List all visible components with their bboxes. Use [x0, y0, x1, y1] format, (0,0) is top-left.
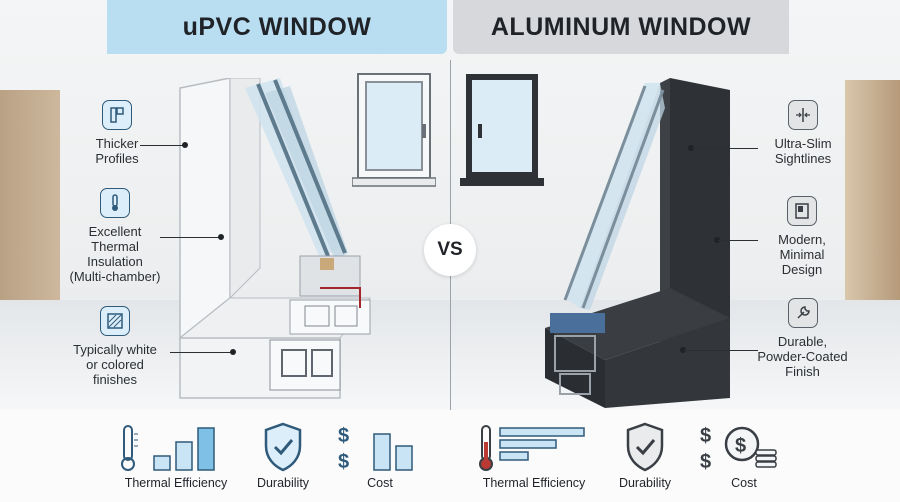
thermometer-icon — [121, 425, 138, 471]
upvc-title: uPVC WINDOW — [107, 0, 447, 54]
leader-dot — [218, 234, 224, 240]
feature-label-line: Finish — [785, 364, 820, 379]
aluminum-cost-chart: $ $ $ — [700, 425, 777, 473]
upvc-window-icon — [352, 73, 436, 187]
upvc-cost-chart: $ $ — [338, 425, 413, 473]
upvc-feature-finishes: Typically white or colored finishes — [55, 306, 175, 387]
dollar-symbol: $ — [338, 425, 349, 447]
coin-icon — [724, 426, 760, 462]
thermal-bar — [499, 451, 529, 461]
modern-design-icon — [787, 196, 817, 226]
wrench-icon — [787, 298, 818, 328]
wood-wall-right — [845, 80, 900, 320]
feature-label-line: Ultra-Slim — [774, 136, 832, 151]
feature-label-line: Profiles — [95, 151, 139, 166]
leader-line — [160, 237, 220, 238]
feature-label-line: finishes — [92, 372, 138, 387]
aluminum-thermal-efficiency-chart — [479, 425, 585, 471]
white-finish-icon — [100, 306, 130, 336]
feature-label-line: Durable, — [777, 334, 828, 349]
feature-label-line: Modern, — [778, 232, 826, 247]
upvc-durability-label: Durability — [256, 476, 310, 490]
upvc-durability-shield-icon — [264, 422, 302, 472]
leader-line — [718, 240, 758, 241]
aluminum-cost-label: Cost — [731, 476, 757, 490]
coin-stack-icon — [755, 449, 777, 468]
dollar-symbol: $ — [735, 435, 746, 457]
feature-label-line: Powder-Coated — [757, 349, 848, 364]
feature-label-line: Minimal — [779, 247, 825, 262]
aluminum-title: ALUMINUM WINDOW — [453, 0, 789, 54]
thermal-bar — [153, 455, 171, 471]
feature-label-line: (Multi-chamber) — [69, 269, 161, 284]
dollar-symbol: $ — [338, 451, 349, 473]
thermometer-icon — [100, 188, 130, 218]
leader-line — [170, 352, 232, 353]
aluminum-feature-durable-finish: Durable, Powder-Coated Finish — [745, 298, 860, 379]
leader-dot — [230, 349, 236, 355]
upvc-thermal-efficiency-chart — [121, 425, 215, 471]
cost-bar — [395, 445, 413, 471]
aluminum-window-icon — [460, 74, 544, 186]
leader-dot — [714, 237, 720, 243]
thermal-bar — [197, 427, 215, 471]
thermal-bar — [499, 439, 557, 449]
feature-label-line: Excellent — [88, 224, 142, 239]
vs-badge: VS — [424, 224, 476, 276]
feature-label-line: Thermal — [91, 239, 139, 254]
leader-dot — [688, 145, 694, 151]
upvc-feature-thicker-profiles: Thicker Profiles — [82, 100, 152, 166]
slim-sightline-icon — [788, 100, 818, 130]
upvc-thermal-label: Thermal Efficiency — [124, 476, 228, 490]
dollar-symbol: $ — [700, 451, 711, 473]
leader-dot — [680, 347, 686, 353]
upvc-frame-cutaway — [178, 78, 371, 399]
aluminum-frame-cutaway — [545, 78, 730, 408]
upvc-feature-thermal-insulation: Excellent Thermal Insulation (Multi-cham… — [60, 188, 170, 284]
aluminum-feature-modern-design: Modern, Minimal Design — [762, 196, 842, 277]
feature-label-line: or colored — [86, 357, 144, 372]
dollar-symbol: $ — [700, 425, 711, 447]
thick-profile-icon — [102, 100, 132, 130]
feature-label-line: Insulation — [87, 254, 143, 269]
cost-bar — [373, 433, 391, 471]
aluminum-durability-label: Durability — [618, 476, 672, 490]
thermal-bar — [499, 427, 585, 437]
leader-line — [692, 148, 758, 149]
feature-label-line: Sightlines — [774, 151, 832, 166]
wood-wall-left — [0, 90, 60, 320]
feature-label-line: Thicker — [95, 136, 139, 151]
thermal-bar — [175, 441, 193, 471]
leader-line — [140, 145, 184, 146]
leader-dot — [182, 142, 188, 148]
feature-label-line: Typically white — [73, 342, 157, 357]
leader-line — [684, 350, 758, 351]
aluminum-feature-slim-sightlines: Ultra-Slim Sightlines — [758, 100, 848, 166]
feature-label-line: Design — [781, 262, 823, 277]
upvc-cost-label: Cost — [367, 476, 393, 490]
aluminum-thermal-label: Thermal Efficiency — [482, 476, 586, 490]
aluminum-durability-shield-icon — [626, 422, 664, 472]
thermometer-icon — [479, 425, 493, 471]
